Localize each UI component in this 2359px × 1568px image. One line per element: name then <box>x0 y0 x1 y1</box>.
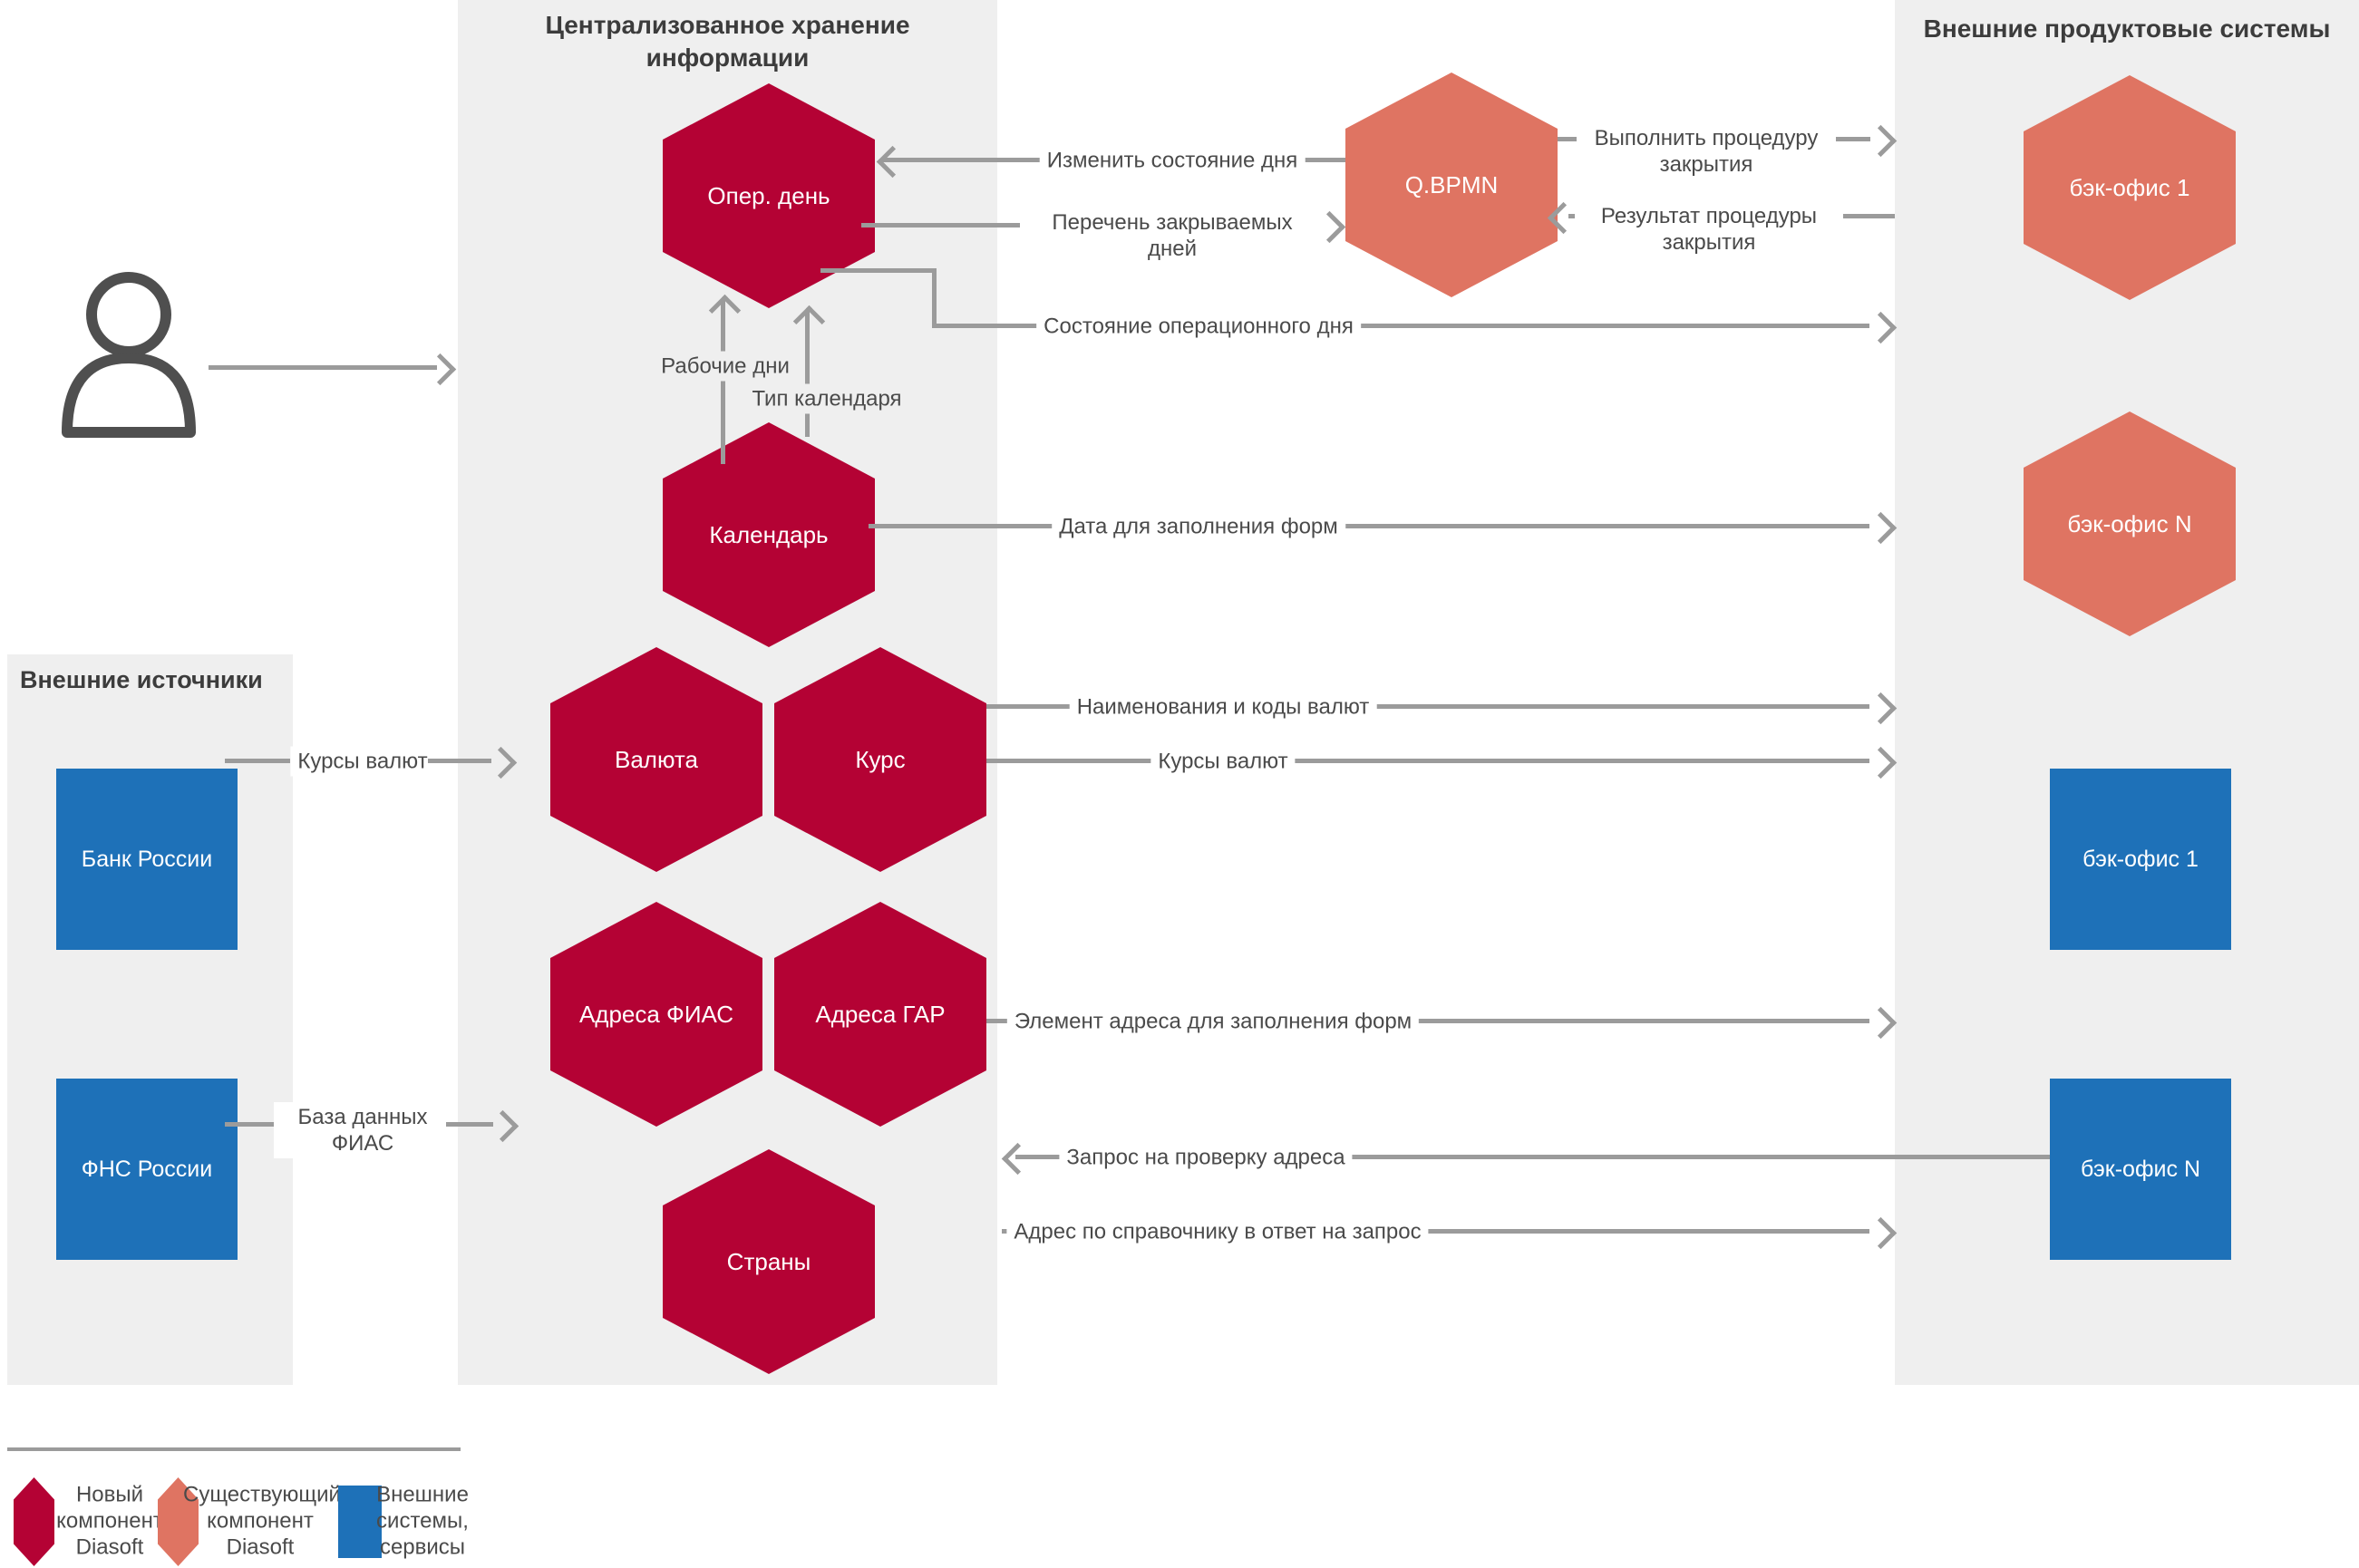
edge-kursy-in-line <box>225 759 290 763</box>
edge-data-form-label: Дата для заполнения форм <box>1052 511 1345 542</box>
edge-element-adresa-line <box>986 1019 1869 1023</box>
edge-adres-otvet-label: Адрес по справочнику в ответ на запрос <box>1006 1216 1429 1247</box>
edge-izmenit-line <box>1289 158 1345 162</box>
edge-izmenit-line <box>881 158 1056 162</box>
edge-sostoyanie-line <box>932 268 937 328</box>
user-arrow-line <box>209 365 437 370</box>
edge-adres-otvet-line <box>1002 1229 1869 1234</box>
external-sources-title: Внешние источники <box>20 666 263 693</box>
edge-kursy-in-line <box>428 759 491 763</box>
edge-rezultat-label: Результат процедуры закрытия <box>1575 201 1843 257</box>
edge-kursy-out-line <box>986 759 1869 763</box>
edge-zapros-label: Запрос на проверку адреса <box>1059 1142 1353 1173</box>
edge-kursy-out-label: Курсы валют <box>1150 746 1296 777</box>
node-fns-rossii-label: ФНС России <box>81 1156 213 1182</box>
node-backoffice-box-1: бэк-офис 1 <box>2050 769 2231 950</box>
node-adresa-gar: Адреса ГАР <box>774 902 986 1127</box>
edge-sostoyanie-line <box>820 268 937 273</box>
edge-data-form-arrowhead <box>1864 511 1898 545</box>
edge-sostoyanie-line <box>932 324 1869 328</box>
external-products-title: Внешние продуктовые системы <box>1923 15 2331 43</box>
edge-vypolnit-label: Выполнить процедуру закрытия <box>1577 123 1836 179</box>
edge-izmenit-label: Изменить состояние дня <box>1039 145 1306 176</box>
legend-existing-component-label: Существующий компонент Diasoft <box>183 1482 341 1560</box>
edge-element-adresa-label: Элемент адреса для заполнения форм <box>1006 1006 1420 1037</box>
node-adresa-gar-label: Адреса ГАР <box>815 1000 946 1028</box>
node-bank-rossii: Банк России <box>56 769 238 950</box>
edge-naimenovaniya-arrowhead <box>1864 692 1898 725</box>
node-qbpmn: Q.BPMN <box>1345 73 1558 297</box>
edge-sostoyanie-arrowhead <box>1864 311 1898 344</box>
legend-existing-component-icon <box>158 1477 199 1566</box>
edge-vypolnit-line <box>1818 137 1870 141</box>
legend-new-component-label: Новый компонент Diasoft <box>56 1482 163 1560</box>
node-oper-den-label: Опер. день <box>707 181 830 209</box>
node-kurs-label: Курс <box>855 745 906 773</box>
legend-external-system-label: Внешние системы, сервисы <box>376 1482 469 1560</box>
edge-vypolnit-line <box>1558 137 1594 141</box>
node-strany-label: Страны <box>726 1247 811 1275</box>
node-adresa-fias: Адреса ФИАС <box>550 902 762 1127</box>
node-backoffice-box-n-label: бэк-офис N <box>2081 1156 2200 1182</box>
central-storage-title: Централизованное хранение информации <box>545 11 910 72</box>
node-adresa-fias-label: Адреса ФИАС <box>578 1000 734 1028</box>
edge-zapros-line <box>1015 1155 2050 1159</box>
edge-kursy-out-arrowhead <box>1864 746 1898 779</box>
edge-sostoyanie-label: Состояние операционного дня <box>1036 311 1361 342</box>
node-qbpmn-label: Q.BPMN <box>1404 170 1499 198</box>
node-backoffice-box-1-label: бэк-офис 1 <box>2082 846 2199 872</box>
edge-tip-kalendarya-label: Тип календаря <box>744 383 909 414</box>
user-icon <box>62 272 196 438</box>
edge-naimenovaniya-label: Наименования и коды валют <box>1069 692 1377 722</box>
node-backoffice-box-n: бэк-офис N <box>2050 1079 2231 1260</box>
edge-rabochie-line <box>721 299 725 464</box>
edge-kursy-in-label: Курсы валют <box>290 746 435 777</box>
edge-data-form-line <box>869 524 1869 528</box>
edge-baza-fias-label: База данных ФИАС <box>274 1102 451 1158</box>
legend-external-system-icon <box>338 1486 382 1558</box>
node-backoffice-hex-1-label: бэк-офис 1 <box>2069 173 2190 201</box>
edge-vypolnit-arrowhead <box>1864 124 1898 158</box>
edge-zapros-arrowhead <box>1001 1142 1034 1176</box>
edge-adres-otvet-arrowhead <box>1864 1216 1898 1250</box>
user-arrow-head <box>423 353 457 386</box>
legend-new-component-icon <box>14 1477 54 1566</box>
node-fns-rossii: ФНС России <box>56 1079 238 1260</box>
edge-element-adresa-arrowhead <box>1864 1006 1898 1040</box>
external-sources-panel: Внешние источники <box>7 654 293 1385</box>
edge-rezultat-line <box>1820 214 1895 218</box>
node-backoffice-hex-n-label: бэк-офис N <box>2067 509 2192 537</box>
edge-perechen-line <box>861 223 1056 227</box>
node-kalendar-label: Календарь <box>709 520 829 548</box>
legend-divider <box>7 1447 461 1451</box>
edge-tip-kalendarya-line <box>805 310 810 437</box>
edge-perechen-label: Перечень закрываемых дней <box>1020 208 1325 264</box>
edge-naimenovaniya-line <box>986 704 1869 709</box>
node-backoffice-hex-1: бэк-офис 1 <box>2024 75 2236 300</box>
edge-rabochie-label: Рабочие дни <box>654 351 797 382</box>
edge-baza-fias-line <box>446 1122 493 1127</box>
edge-baza-fias-line <box>225 1122 290 1127</box>
node-valyuta-label: Валюта <box>615 745 698 773</box>
node-bank-rossii-label: Банк России <box>81 846 213 872</box>
node-strany: Страны <box>663 1149 875 1374</box>
